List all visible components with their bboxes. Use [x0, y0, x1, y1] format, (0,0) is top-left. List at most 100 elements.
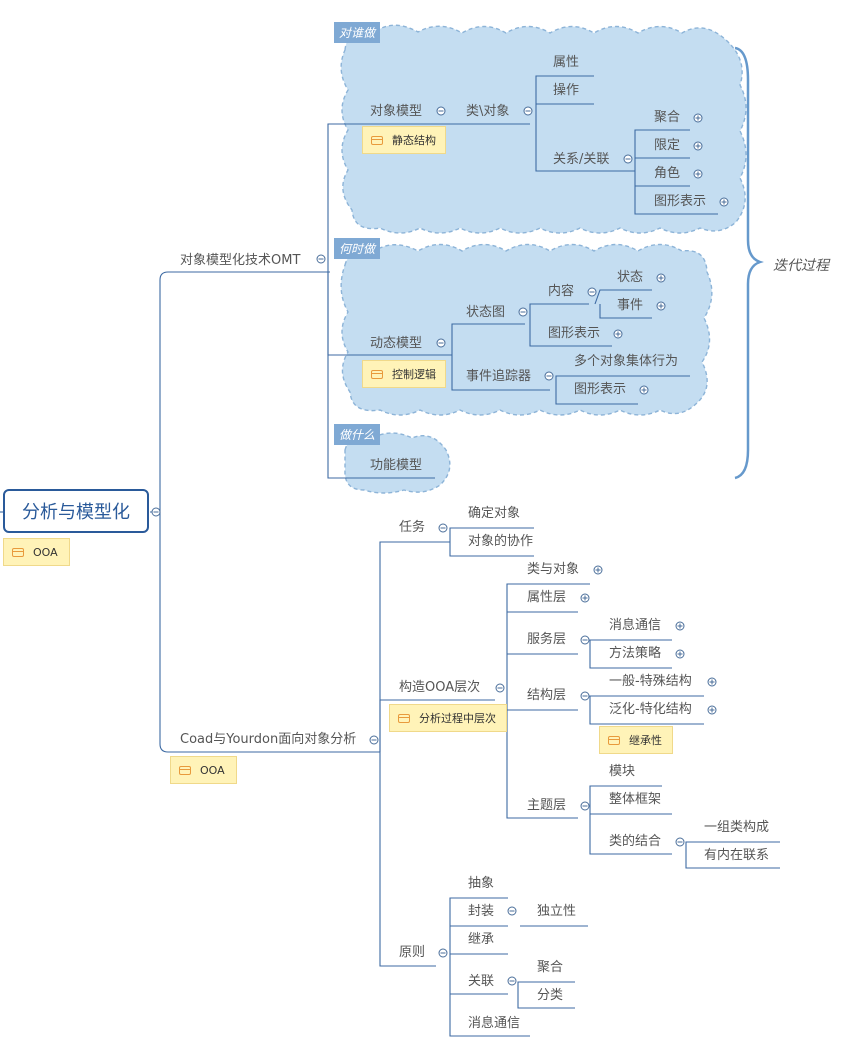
expand-toggle-event[interactable]	[656, 301, 666, 311]
expand-toggle-class-and-object[interactable]	[593, 565, 603, 575]
gen-spec2-label[interactable]: 泛化-特化结构	[609, 702, 692, 717]
state-diagram-label[interactable]: 状态图	[466, 305, 506, 320]
assoc-aggregate-label[interactable]: 聚合	[537, 960, 564, 975]
qualify-label[interactable]: 限定	[654, 138, 681, 153]
collapse-toggle-omt[interactable]	[316, 254, 326, 264]
collapse-toggle-association[interactable]	[507, 976, 517, 986]
collapse-toggle-object-model[interactable]	[436, 106, 446, 116]
expand-toggle-state[interactable]	[656, 273, 666, 283]
expand-toggle-gen-spec2[interactable]	[707, 705, 717, 715]
collapse-toggle-coad[interactable]	[369, 735, 379, 745]
edge-omt-object	[327, 123, 458, 273]
collapse-toggle-content[interactable]	[587, 287, 597, 297]
class-and-object-label[interactable]: 类与对象	[527, 562, 580, 577]
expand-toggle-gen-spec[interactable]	[707, 677, 717, 687]
multi-object-label[interactable]: 多个对象集体行为	[574, 354, 679, 369]
principle-message-label[interactable]: 消息通信	[468, 1016, 521, 1031]
service-layer-label[interactable]: 服务层	[527, 632, 567, 647]
encapsulate-label[interactable]: 封装	[468, 904, 495, 919]
association-label[interactable]: 关联	[468, 974, 495, 989]
note-text: OOA	[200, 763, 225, 777]
note-text: 继承性	[629, 734, 662, 747]
tag-when: 何时做	[334, 238, 381, 259]
omt-label[interactable]: 对象模型化技术OMT	[180, 253, 301, 268]
root-note[interactable]: OOA	[3, 538, 70, 566]
expand-toggle-aggregate[interactable]	[693, 113, 703, 123]
operation-label[interactable]: 操作	[553, 83, 580, 98]
aggregate-label[interactable]: 聚合	[654, 110, 681, 125]
functional-model-label[interactable]: 功能模型	[370, 458, 423, 473]
expand-toggle-graphic[interactable]	[719, 197, 729, 207]
collapse-toggle-task[interactable]	[438, 523, 448, 533]
internal-relation-label[interactable]: 有内在联系	[704, 848, 770, 863]
object-collab-label[interactable]: 对象的协作	[468, 534, 534, 549]
class-combo-label[interactable]: 类的结合	[609, 834, 662, 849]
expand-toggle-dynamic-graphic[interactable]	[613, 329, 623, 339]
collapse-toggle-structure-layer[interactable]	[580, 691, 590, 701]
class-object-label[interactable]: 类\对象	[466, 104, 510, 119]
expand-toggle-attribute-layer[interactable]	[580, 593, 590, 603]
collapse-toggle-root[interactable]	[151, 507, 161, 517]
expand-toggle-tracker-graphic[interactable]	[639, 385, 649, 395]
tracker-graphic-label[interactable]: 图形表示	[574, 382, 627, 397]
tag-who: 对谁做	[334, 22, 381, 43]
attribute-layer-label[interactable]: 属性层	[527, 590, 567, 605]
method-label[interactable]: 方法策略	[609, 646, 662, 661]
collapse-toggle-event-tracker[interactable]	[544, 371, 554, 381]
event-label[interactable]: 事件	[617, 298, 644, 313]
note-icon	[371, 369, 383, 379]
independence-label[interactable]: 独立性	[537, 904, 577, 919]
dynamic-model-label[interactable]: 动态模型	[370, 336, 423, 351]
classify-label[interactable]: 分类	[537, 988, 564, 1003]
note-text: 控制逻辑	[392, 368, 436, 381]
coad-note[interactable]: OOA	[170, 756, 237, 784]
collapse-toggle-state-diagram[interactable]	[518, 307, 528, 317]
note-text: 静态结构	[392, 134, 436, 147]
module-label[interactable]: 模块	[609, 764, 636, 779]
dynamic-model-note[interactable]: 控制逻辑	[362, 360, 446, 388]
structure-layer-label[interactable]: 结构层	[527, 688, 567, 703]
collapse-toggle-principles[interactable]	[438, 948, 448, 958]
inherit-label[interactable]: 继承	[468, 932, 495, 947]
object-model-label[interactable]: 对象模型	[370, 104, 423, 119]
collapse-toggle-subject-layer[interactable]	[580, 801, 590, 811]
content-label[interactable]: 内容	[548, 284, 575, 299]
principles-label[interactable]: 原则	[399, 945, 426, 960]
root-node[interactable]: 分析与模型化	[3, 489, 149, 533]
identify-object-label[interactable]: 确定对象	[468, 506, 521, 521]
abstract-label[interactable]: 抽象	[468, 876, 495, 891]
object-model-note[interactable]: 静态结构	[362, 126, 446, 154]
expand-toggle-qualify[interactable]	[693, 141, 703, 151]
ooa-layers-note[interactable]: 分析过程中层次	[389, 704, 507, 732]
collapse-toggle-service-layer[interactable]	[580, 635, 590, 645]
collapse-toggle-encapsulate[interactable]	[507, 906, 517, 916]
collapse-toggle-relation[interactable]	[623, 154, 633, 164]
attribute-label[interactable]: 属性	[553, 55, 580, 70]
graphic-label[interactable]: 图形表示	[654, 194, 707, 209]
message-label[interactable]: 消息通信	[609, 618, 662, 633]
class-group-label[interactable]: 一组类构成	[704, 820, 770, 835]
coad-label[interactable]: Coad与Yourdon面向对象分析	[180, 732, 357, 747]
event-tracker-label[interactable]: 事件追踪器	[466, 369, 532, 384]
collapse-toggle-ooa-layers[interactable]	[495, 683, 505, 693]
collapse-toggle-class-combo[interactable]	[675, 837, 685, 847]
expand-toggle-role[interactable]	[693, 169, 703, 179]
expand-toggle-method[interactable]	[675, 649, 685, 659]
expand-toggle-message[interactable]	[675, 621, 685, 631]
subject-layer-label[interactable]: 主题层	[527, 798, 567, 813]
note-text: 分析过程中层次	[419, 712, 496, 725]
task-label[interactable]: 任务	[399, 520, 426, 535]
state-label[interactable]: 状态	[617, 270, 644, 285]
root-label: 分析与模型化	[22, 502, 130, 523]
ooa-layers-label[interactable]: 构造OOA层次	[399, 680, 481, 695]
structure-note[interactable]: 继承性	[599, 726, 673, 754]
relation-label[interactable]: 关系/关联	[553, 152, 610, 167]
iteration-label: 迭代过程	[773, 258, 829, 274]
gen-spec-label[interactable]: 一般-特殊结构	[609, 674, 692, 689]
framework-label[interactable]: 整体框架	[609, 792, 662, 807]
collapse-toggle-dynamic-model[interactable]	[436, 338, 446, 348]
collapse-toggle-class-object[interactable]	[523, 106, 533, 116]
dynamic-graphic-label[interactable]: 图形表示	[548, 326, 601, 341]
role-label[interactable]: 角色	[654, 166, 681, 181]
